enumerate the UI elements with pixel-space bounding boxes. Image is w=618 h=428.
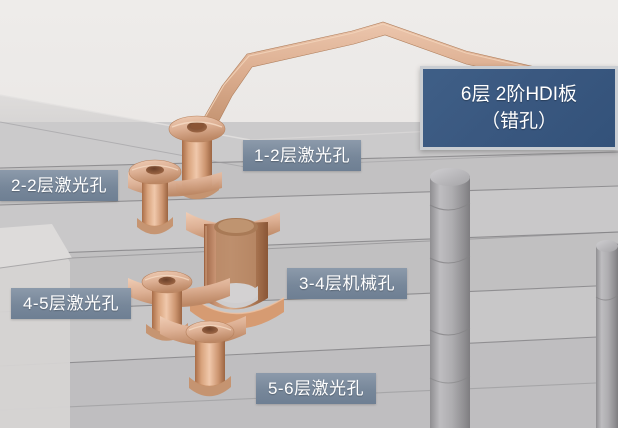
callout-label-text: 1-2层激光孔 (253, 146, 351, 165)
title-line-2: （错孔） (480, 111, 557, 132)
callout-via-1-2: 1-2层激光孔 (243, 140, 361, 171)
microvia-2-2 (128, 159, 222, 235)
microvia-1-2 (168, 115, 226, 200)
callout-via-4-5: 4-5层激光孔 (11, 288, 131, 319)
callout-via-3-4: 3-4层机械孔 (287, 268, 407, 299)
board-left-step-top (0, 224, 72, 268)
title-line-1: 6层 2阶HDI板 (460, 84, 578, 105)
plated-cylinder-small (595, 240, 618, 428)
callout-via-5-6: 5-6层激光孔 (256, 373, 376, 404)
callout-label-text: 2-2层激光孔 (10, 176, 108, 195)
callout-label-text: 4-5层激光孔 (22, 294, 120, 313)
callout-via-2-2: 2-2层激光孔 (0, 170, 118, 201)
callout-label-text: 5-6层激光孔 (267, 379, 365, 398)
microvia-5-6 (160, 316, 246, 397)
board-left-step (0, 228, 70, 428)
title-panel: 6层 2阶HDI板 （错孔） (420, 66, 618, 150)
copper-surface-trace (197, 21, 618, 135)
plated-cylinder-large (429, 168, 471, 428)
callout-label-text: 3-4层机械孔 (298, 274, 396, 293)
microvia-4-5 (128, 270, 230, 341)
